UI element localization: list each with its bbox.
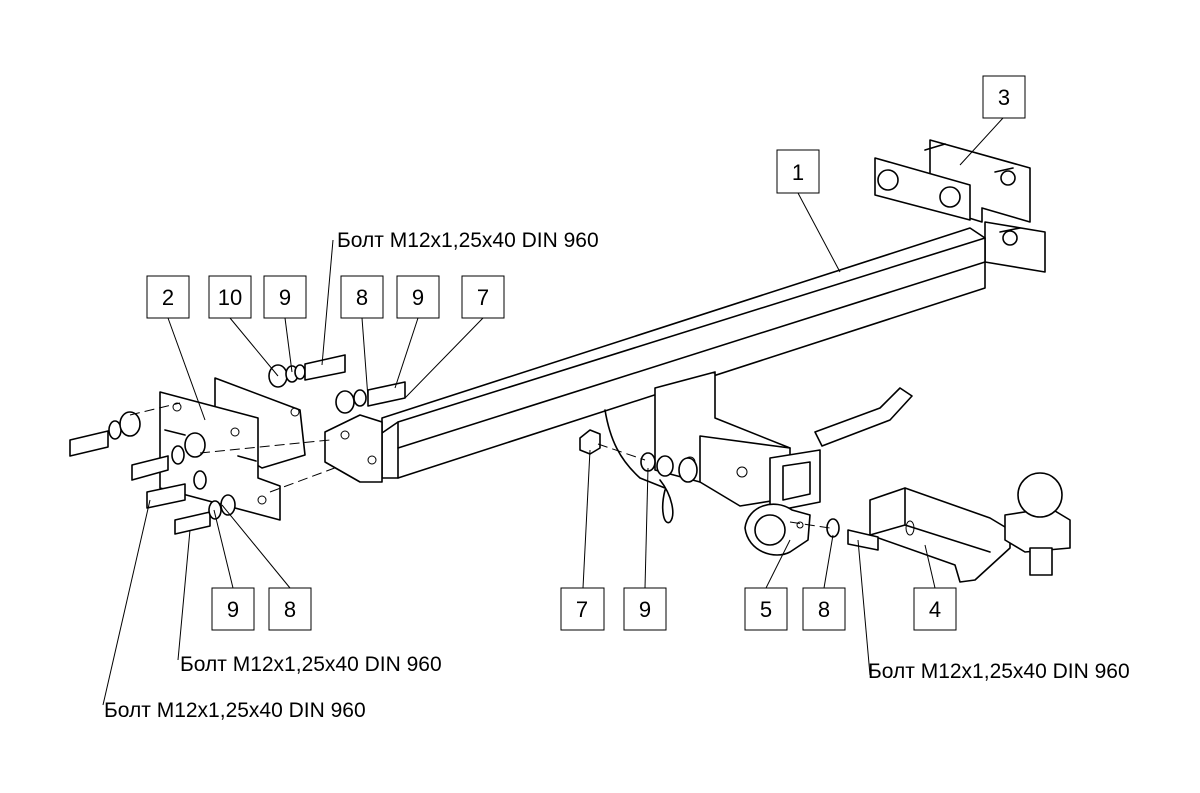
callout-7-top: 7 (461, 275, 505, 319)
svg-text:8: 8 (356, 285, 368, 310)
left-bracket (159, 377, 306, 521)
callout-9-bottom-left: 9 (211, 587, 255, 631)
callout-5: 5 (744, 587, 788, 631)
bolt-label-left-mid: Болт M12x1,25x40 DIN 960 (180, 653, 442, 676)
callout-1: 1 (776, 149, 820, 194)
callout-8-bottom-right: 8 (802, 587, 846, 631)
callout-9-top-left: 9 (263, 275, 307, 319)
svg-text:10: 10 (218, 285, 242, 310)
callout-8-top: 8 (340, 275, 384, 319)
callout-3: 3 (982, 75, 1026, 119)
svg-text:9: 9 (412, 285, 424, 310)
tow-ball-insert (789, 472, 1071, 583)
callout-9-bottom-center: 9 (623, 587, 667, 631)
right-mounting-bracket (874, 139, 1046, 273)
callout-8-bottom-left: 8 (268, 587, 312, 631)
svg-text:9: 9 (279, 285, 291, 310)
svg-text:7: 7 (477, 285, 489, 310)
bolt-label-top: Болт M12x1,25x40 DIN 960 (337, 229, 599, 252)
svg-text:3: 3 (998, 85, 1010, 110)
callout-4: 4 (913, 587, 957, 631)
svg-text:9: 9 (639, 597, 651, 622)
left-fasteners (69, 354, 406, 535)
leader-lines (102, 117, 1004, 706)
bolt-label-left-low: Болт M12x1,25x40 DIN 960 (104, 699, 366, 722)
main-cross-beam (324, 227, 986, 513)
callout-10: 10 (208, 275, 252, 319)
svg-text:4: 4 (929, 597, 941, 622)
svg-text:8: 8 (818, 597, 830, 622)
center-fasteners (579, 429, 698, 524)
svg-text:1: 1 (792, 160, 804, 185)
socket-plate (744, 503, 811, 556)
svg-text:9: 9 (227, 597, 239, 622)
callout-2: 2 (146, 275, 190, 319)
svg-text:2: 2 (162, 285, 174, 310)
callout-9-top-right: 9 (396, 275, 440, 319)
callout-7-bottom: 7 (560, 587, 605, 631)
svg-text:5: 5 (760, 597, 772, 622)
bolt-label-right: Болт M12x1,25x40 DIN 960 (868, 660, 1130, 683)
tow-pin (814, 387, 913, 447)
svg-text:7: 7 (576, 597, 588, 622)
svg-text:8: 8 (284, 597, 296, 622)
